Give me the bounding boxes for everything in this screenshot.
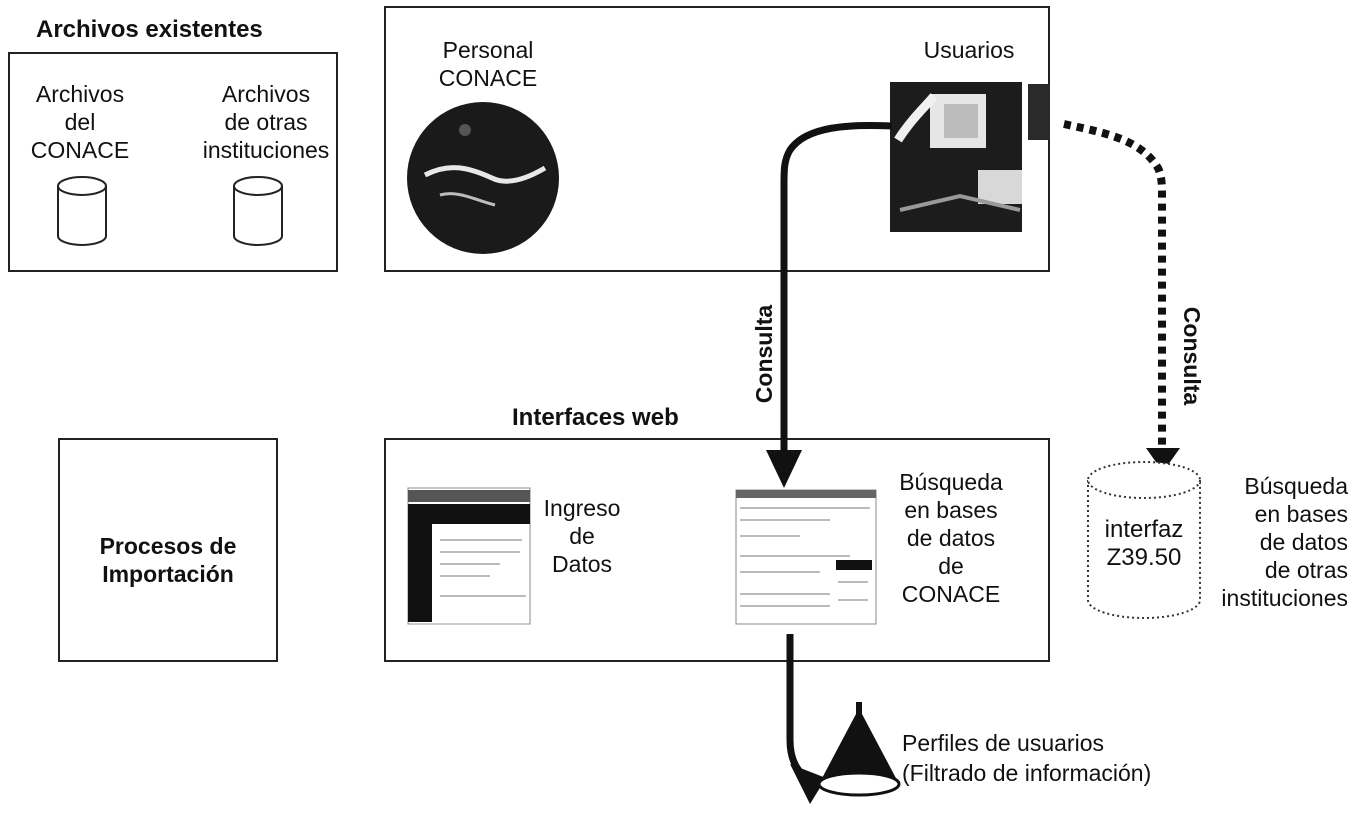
z3950-caption: Búsqueda en bases de datos de otras inst…: [1221, 473, 1348, 611]
perfiles-label: Perfiles de usuarios (Filtrado de inform…: [902, 730, 1152, 786]
usuarios-label: Usuarios: [923, 37, 1015, 63]
funnel-icon: [817, 702, 901, 797]
consulta-solid-arrow: [766, 121, 893, 488]
busqueda-conace-label: Búsqueda en bases de datos de CONACE: [899, 469, 1003, 607]
procesos-importacion-label: Procesos de Importación: [99, 533, 237, 587]
archivos-existentes-title: Archivos existentes: [36, 16, 263, 43]
ingreso-screen-thumbnail: [407, 487, 531, 625]
usuarios-photo: [890, 82, 1050, 232]
conace-files-label: Archivos del CONACE: [30, 81, 130, 163]
personal-photo: [407, 102, 559, 254]
z3950-database-icon: [1087, 461, 1201, 619]
interfaces-web-title: Interfaces web: [512, 404, 679, 431]
z3950-db-label: interfaz Z39.50: [1104, 516, 1184, 571]
consulta-left-label: Consulta: [751, 304, 777, 404]
perfiles-arrow: [786, 634, 826, 804]
consulta-right-label: Consulta: [1179, 306, 1205, 406]
consulta-dotted-arrow: [1063, 120, 1180, 472]
personal-conace-label: Personal CONACE: [438, 37, 538, 91]
database-icon: [57, 176, 107, 246]
procesos-importacion-box: [58, 438, 278, 662]
database-icon: [233, 176, 283, 246]
ingreso-de-datos-label: Ingreso de Datos: [543, 495, 621, 577]
other-files-label: Archivos de otras instituciones: [202, 81, 330, 163]
busqueda-screen-thumbnail: [735, 489, 877, 625]
